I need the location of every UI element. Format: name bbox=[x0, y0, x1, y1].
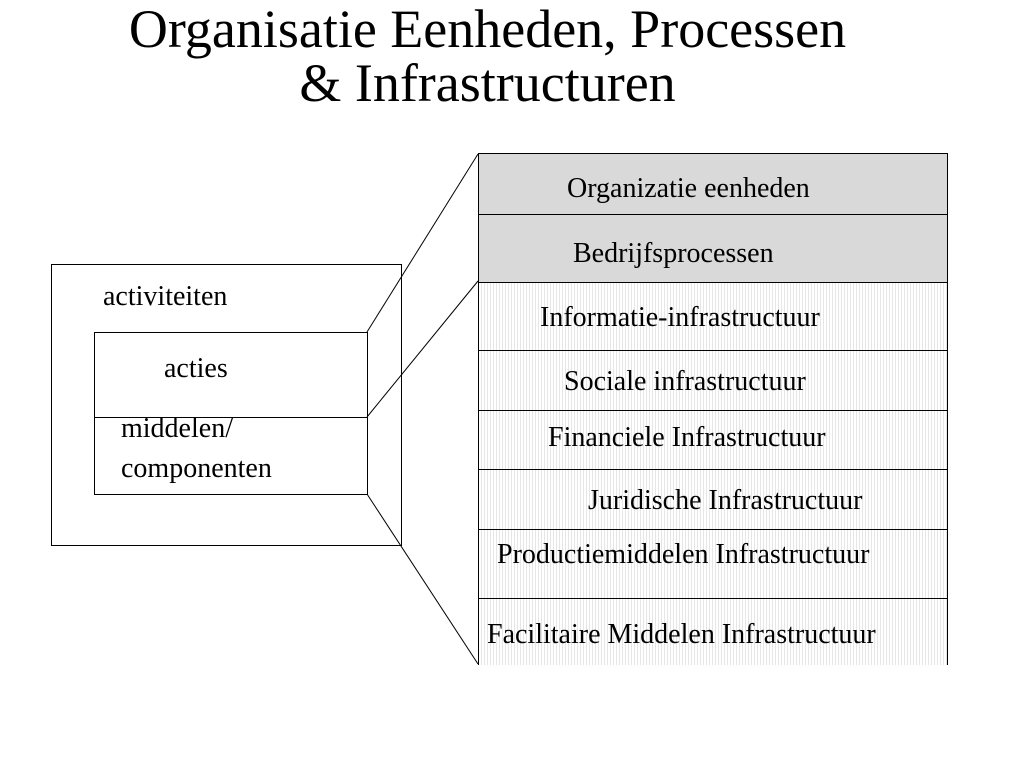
layer-label: Productiemiddelen Infrastructuur bbox=[497, 539, 870, 570]
layer-label: Organizatie eenheden bbox=[567, 173, 810, 204]
label-activiteiten: activiteiten bbox=[103, 281, 228, 312]
connector-line-bottom bbox=[366, 493, 479, 665]
layer-juridische-infrastructuur: Juridische Infrastructuur bbox=[479, 469, 947, 529]
title-line-1: Organisatie Eenheden, Processen bbox=[128, 0, 847, 59]
layer-label: Sociale infrastructuur bbox=[564, 366, 806, 397]
layer-financiele-infrastructuur: Financiele Infrastructuur bbox=[479, 410, 947, 469]
label-middelen: middelen/ bbox=[121, 413, 233, 444]
title-line-2: & Infrastructuren bbox=[299, 53, 676, 113]
layer-facilitaire-middelen-infrastructuur: Facilitaire Middelen Infrastructuur bbox=[479, 598, 947, 665]
outer-box-activiteiten bbox=[51, 264, 402, 546]
layer-label: Bedrijfsprocessen bbox=[573, 238, 774, 269]
page-title: Organisatie Eenheden, Processen & Infras… bbox=[0, 2, 975, 110]
layer-sociale-infrastructuur: Sociale infrastructuur bbox=[479, 350, 947, 410]
label-acties: acties bbox=[164, 353, 228, 384]
layer-informatie-infrastructuur: Informatie-infrastructuur bbox=[479, 282, 947, 350]
layer-stack: Organizatie eenheden Bedrijfsprocessen I… bbox=[478, 153, 948, 665]
label-componenten: componenten bbox=[121, 453, 272, 484]
layer-label: Facilitaire Middelen Infrastructuur bbox=[487, 619, 876, 650]
connector-line-top bbox=[366, 153, 479, 333]
layer-label: Juridische Infrastructuur bbox=[588, 485, 863, 516]
layer-bedrijfsprocessen: Bedrijfsprocessen bbox=[479, 214, 947, 282]
layer-organizatie-eenheden: Organizatie eenheden bbox=[479, 154, 947, 214]
layer-label: Informatie-infrastructuur bbox=[540, 302, 820, 333]
connector-line-middle bbox=[366, 280, 479, 418]
layer-productiemiddelen-infrastructuur: Productiemiddelen Infrastructuur bbox=[479, 529, 947, 598]
layer-label: Financiele Infrastructuur bbox=[548, 422, 826, 453]
inner-box bbox=[94, 332, 368, 495]
